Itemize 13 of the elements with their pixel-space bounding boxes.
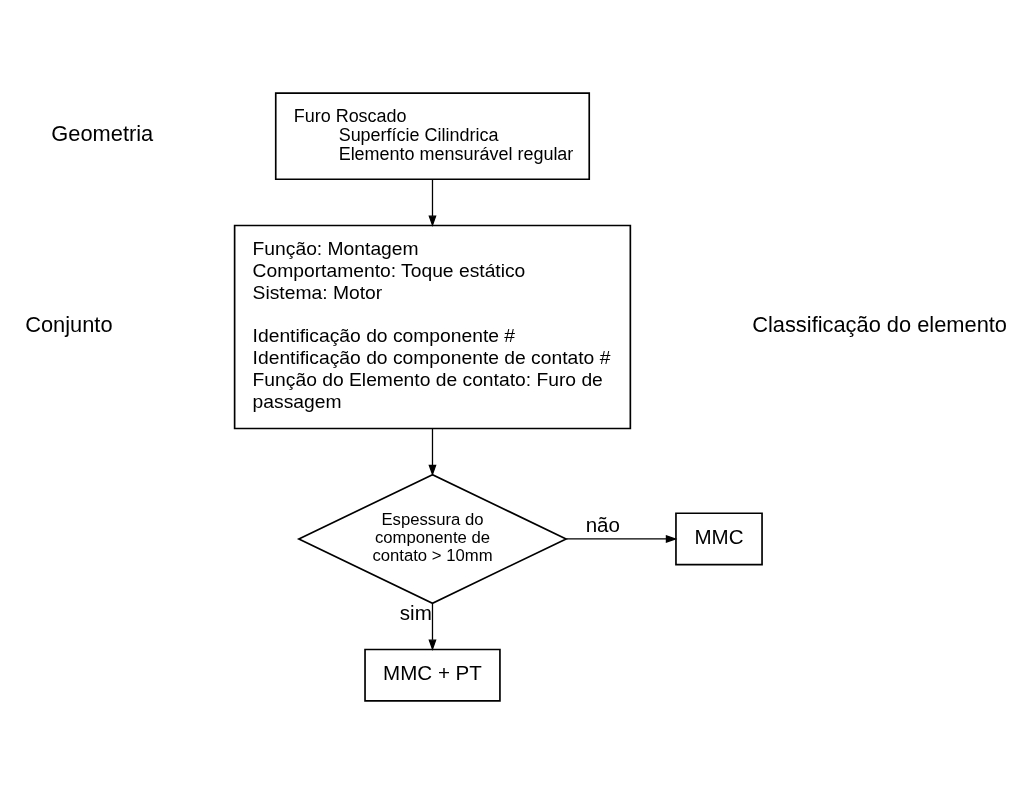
edge-label: não xyxy=(585,513,620,537)
node-box: MMC xyxy=(675,512,763,566)
node-box: MMC + PT xyxy=(364,648,501,702)
node-box: Furo Roscado Superfície Cilindrica Elemento mensurável regular xyxy=(274,92,591,181)
label: Conjunto xyxy=(25,312,113,338)
arrow xyxy=(428,178,437,228)
arrow xyxy=(428,602,437,652)
node-diamond: Espessura do componente de contato > 10mm xyxy=(296,473,569,605)
arrow xyxy=(428,428,437,477)
arrow xyxy=(565,534,678,544)
node-box: Função: Montagem Comportamento: Toque estático Sistema: Motor Identificação do componente # Identificação do componente de contato # Função do Elemento de contato: Furo de passagem xyxy=(233,224,632,430)
label: Classificação do elemento xyxy=(752,312,1007,338)
label: Geometria xyxy=(51,121,154,147)
